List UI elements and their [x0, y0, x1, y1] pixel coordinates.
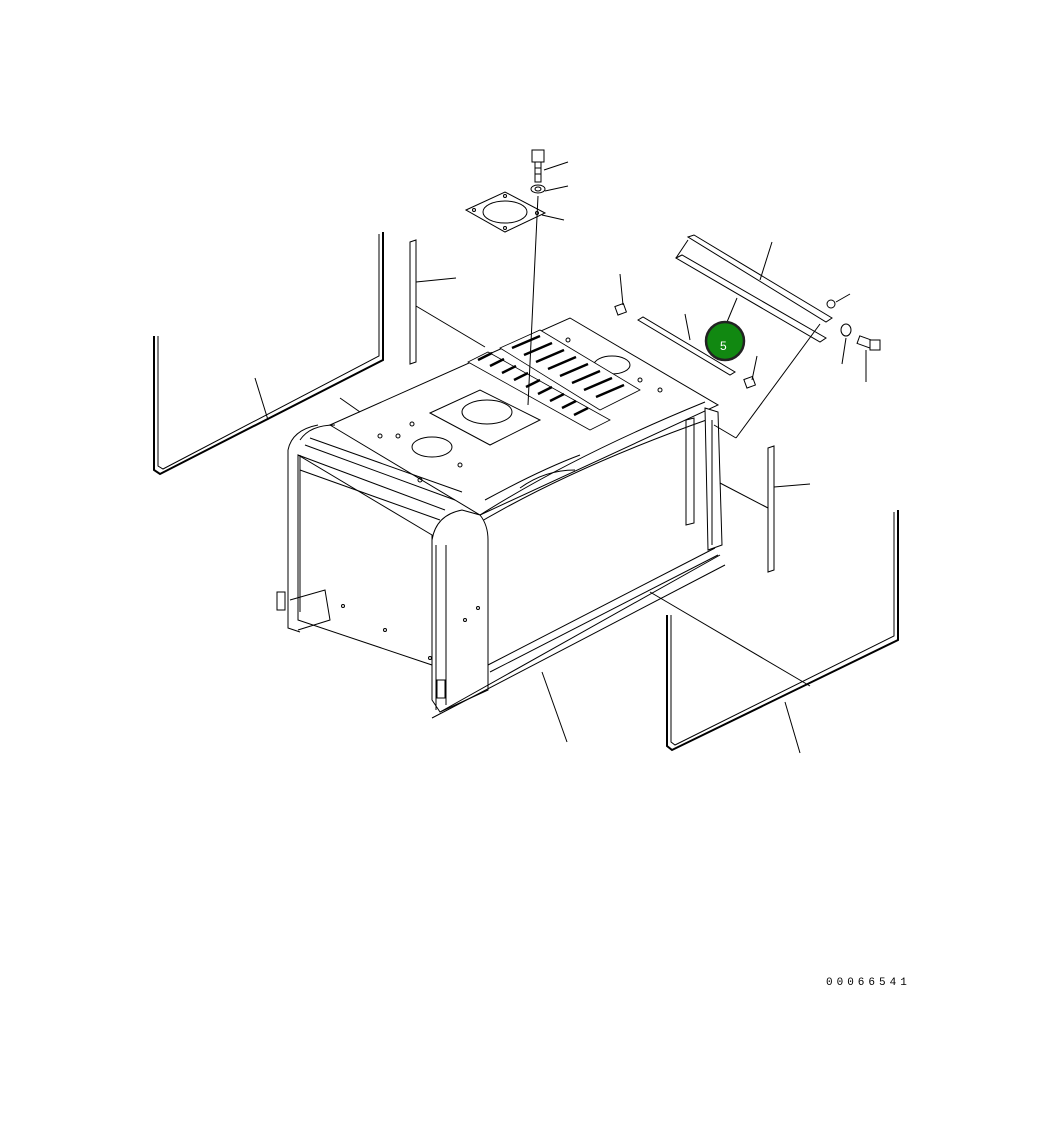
leader-lines [254, 161, 867, 754]
bolt-icon [531, 149, 545, 183]
seal-strip-left-u [153, 232, 384, 476]
drawing-number: 00066541 [826, 977, 911, 989]
seal-strip-right-vertical [767, 445, 775, 573]
callout-label: 5 [720, 339, 727, 353]
washer-icon [530, 184, 546, 194]
top-access-plate [377, 337, 663, 483]
gasket-plate [464, 191, 547, 233]
washer-right-icon [840, 323, 852, 337]
seal-strip-left-vertical [409, 239, 417, 365]
nut-icon [826, 299, 836, 309]
rear-bracket [674, 234, 833, 343]
callout-5[interactable]: 5 [704, 320, 746, 362]
clip-icon [614, 302, 757, 389]
vent-grille [467, 329, 641, 431]
rubber-strip [637, 316, 736, 376]
seal-strip-right-u [666, 510, 899, 752]
bolt-right-icon [856, 335, 881, 351]
